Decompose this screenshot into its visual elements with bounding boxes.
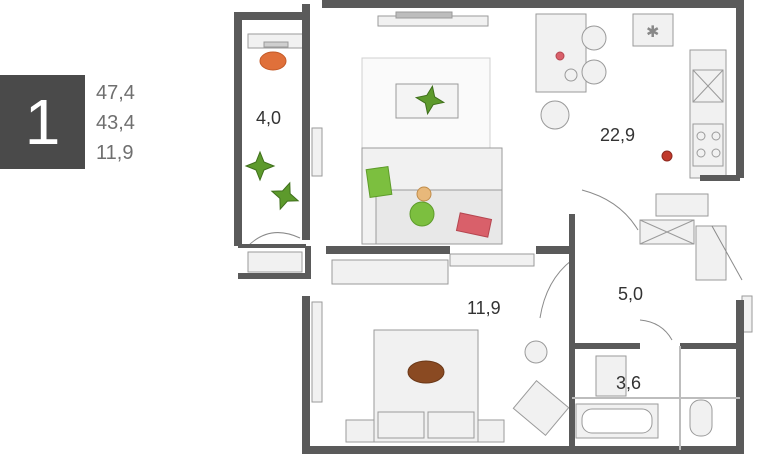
bathroom-area-label: 3,6 <box>616 373 641 393</box>
burner-1 <box>696 131 706 141</box>
plant-icon <box>270 181 300 211</box>
window-bedroom-left <box>311 301 323 403</box>
living-area: 43,4 <box>96 112 135 134</box>
window-balcony-side <box>311 127 323 177</box>
bedroom-pouf <box>524 340 548 364</box>
bed-pillow-left <box>377 411 425 439</box>
door-bedroom <box>539 259 573 319</box>
dog-icon <box>407 360 445 384</box>
cup-icon <box>564 68 578 82</box>
person-icon <box>409 201 435 227</box>
fridge <box>632 13 674 47</box>
tv <box>395 11 453 19</box>
plant-pot-icon <box>661 150 673 162</box>
bathtub-inner <box>581 408 653 434</box>
balcony-chair-icon <box>259 51 287 71</box>
outer-wall <box>234 0 744 454</box>
total-area: 47,4 <box>96 82 135 104</box>
plant-icon <box>414 84 446 116</box>
bar-stool-2 <box>581 59 607 85</box>
wardrobe-cross-b <box>639 219 695 245</box>
snowflake-icon: ✱ <box>646 24 659 41</box>
burner-3 <box>696 148 706 158</box>
balcony-window-sill <box>247 251 303 273</box>
hallway-area-label: 5,0 <box>618 284 643 304</box>
bed-pillow-right <box>427 411 475 439</box>
burner-2 <box>711 131 721 141</box>
toilet <box>689 399 713 437</box>
hall-mirror-panel <box>695 225 727 281</box>
armchair <box>512 380 570 436</box>
area-summary: 47,4 43,4 11,9 <box>96 78 135 168</box>
plant-icon <box>244 150 276 182</box>
burner-4 <box>711 148 721 158</box>
washing-machine <box>595 355 627 397</box>
room-count-badge: 1 <box>0 75 85 169</box>
sink-cross-b <box>692 69 724 103</box>
bathroom-divider <box>572 346 740 450</box>
balcony-monitor <box>263 41 289 48</box>
person-head-icon <box>416 186 432 202</box>
pillow-green-icon <box>365 166 393 198</box>
pillow-red-icon <box>455 212 493 238</box>
door-bathroom <box>639 319 673 341</box>
stove <box>692 123 724 167</box>
door-hall-entry <box>711 225 743 281</box>
bedroom-shelf <box>449 253 535 267</box>
door-hall-to-living <box>581 189 639 231</box>
nightstand-left <box>345 419 375 443</box>
bar-stool-1 <box>581 25 607 51</box>
hall-cabinet <box>655 193 709 217</box>
room-count-number: 1 <box>24 86 61 158</box>
balcony-area-label: 4,0 <box>256 108 281 128</box>
doors-layer <box>247 189 743 341</box>
fruit-icon <box>555 51 565 61</box>
kitchen-area: 11,9 <box>96 142 134 164</box>
balcony-bottom-wall <box>238 246 311 279</box>
living-area-label: 22,9 <box>600 125 635 145</box>
furniture-layer: ✱ <box>247 11 753 443</box>
door-balcony <box>247 232 301 247</box>
bedroom-area-label: 11,9 <box>467 298 501 318</box>
walls-layer <box>234 0 744 454</box>
kitchen-pouf <box>540 100 570 130</box>
bedroom-wardrobe <box>331 259 449 285</box>
plants-layer <box>244 84 446 211</box>
nightstand-right <box>477 419 505 443</box>
